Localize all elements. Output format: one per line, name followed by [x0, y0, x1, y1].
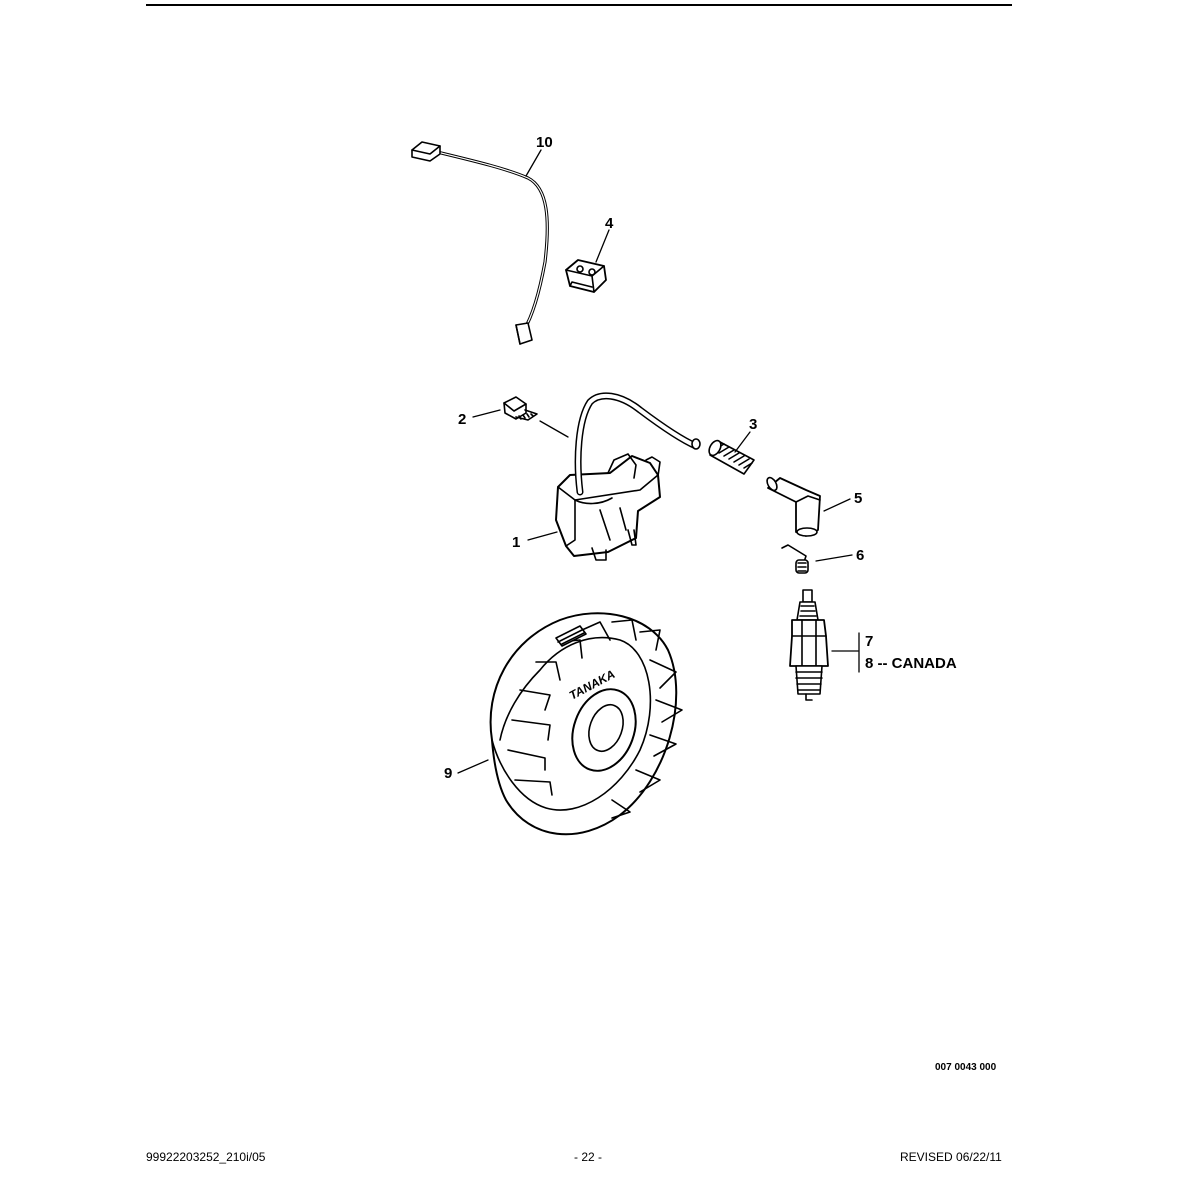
footer-page-number: - 22 - [574, 1150, 603, 1164]
part-5-spark-plug-boot [766, 476, 821, 537]
callout-3: 3 [749, 416, 757, 433]
callout-2: 2 [458, 411, 466, 428]
footer-revision: REVISED 06/22/11 [900, 1150, 1002, 1164]
callout-7: 7 [865, 633, 873, 650]
callout-5: 5 [854, 490, 862, 507]
part-2-screw [503, 396, 538, 421]
part-10-stop-wire [411, 141, 549, 345]
footer-part-number: 99922203252_210i/05 [146, 1150, 266, 1164]
part-4-grommet [565, 259, 607, 293]
part-6-terminal-clip [781, 544, 809, 574]
part-7-spark-plug [789, 589, 829, 701]
part-3-spring [708, 439, 755, 475]
callout-4: 4 [605, 215, 614, 232]
callout-9: 9 [444, 765, 452, 782]
leader-lines [457, 149, 860, 774]
callout-6: 6 [856, 547, 864, 564]
callout-1: 1 [512, 534, 520, 551]
part-9-flywheel: TANAKA [489, 612, 683, 836]
part-1-ignition-coil [555, 392, 701, 561]
callout-10: 10 [536, 134, 553, 151]
callout-8-canada: 8 -- CANADA [865, 655, 957, 672]
top-rule [146, 4, 1012, 6]
drawing-number: 007 0043 000 [935, 1062, 997, 1073]
